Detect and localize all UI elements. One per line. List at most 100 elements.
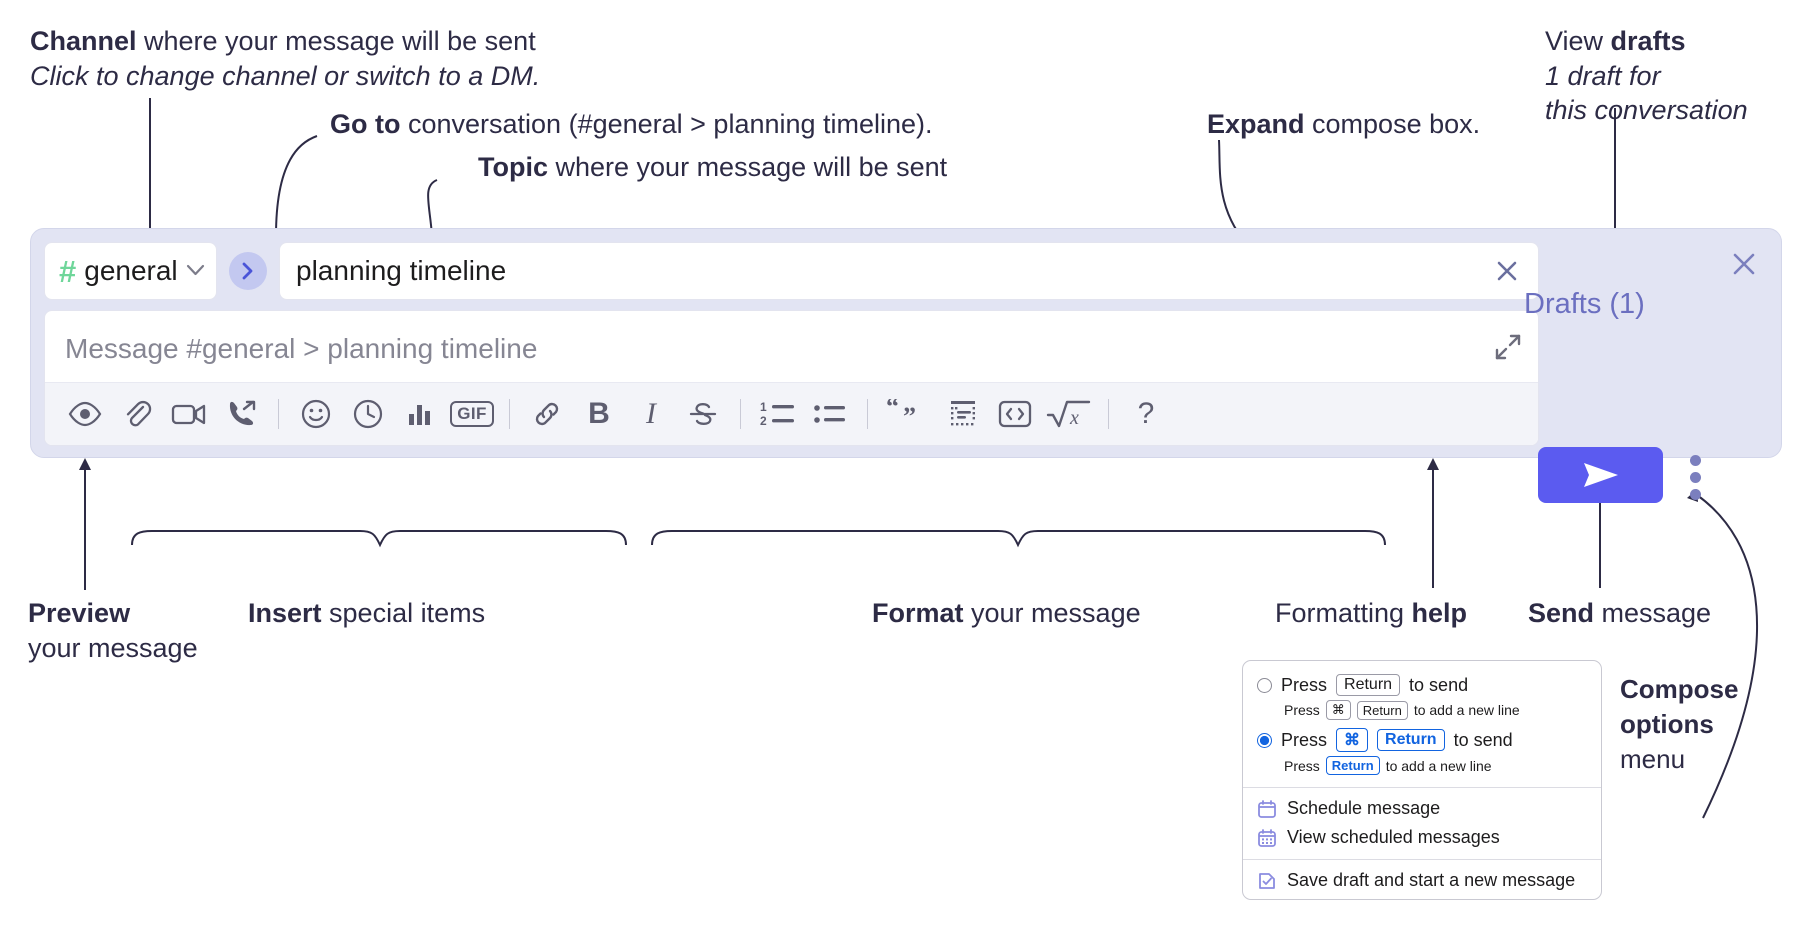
annotation-channel-rest: where your message will be sent (136, 26, 536, 56)
audio-clip-button[interactable] (215, 388, 267, 440)
toolbar-separator (1108, 399, 1109, 429)
annotation-help-rest: Formatting (1275, 598, 1412, 628)
menu-divider (1243, 787, 1601, 788)
code-block-icon (951, 401, 975, 426)
channel-name: general (84, 255, 178, 286)
send-message-button[interactable] (1538, 447, 1663, 503)
math-button[interactable]: x (1041, 388, 1097, 440)
kebab-dot (1690, 489, 1701, 500)
send-option-tail-label: to send (1453, 729, 1513, 750)
italic-icon: I (646, 397, 656, 430)
annotation-drafts: View drafts 1 draft for this conversatio… (1545, 24, 1748, 128)
attach-file-button[interactable] (111, 388, 163, 440)
preview-icon (68, 401, 102, 427)
message-input-area[interactable]: Message #general > planning timeline (44, 310, 1539, 446)
toolbar-separator (509, 399, 510, 429)
annotation-goto-bold: Go to (330, 109, 401, 139)
annotation-drafts-line3: this conversation (1545, 95, 1748, 126)
channel-selector-button[interactable]: # general (44, 242, 217, 300)
clock-icon (353, 399, 383, 429)
annotation-topic-rest: where your message will be sent (548, 152, 948, 182)
emoji-button[interactable] (290, 388, 342, 440)
send-option-tail-label: to send (1409, 674, 1469, 695)
goto-conversation-button[interactable] (229, 252, 267, 290)
radio-button-selected[interactable] (1257, 732, 1272, 748)
annotation-send-bold: Send (1528, 598, 1595, 628)
strikethrough-icon (689, 403, 717, 425)
send-option-press-label: Press (1281, 729, 1328, 750)
keycap-return: Return (1356, 700, 1408, 720)
blockquote-button[interactable]: “ ” (879, 388, 937, 440)
annotation-channel-line2: Click to change channel or switch to a D… (30, 60, 541, 91)
annotation-compose-options-line3: menu (1620, 744, 1686, 775)
subtext-tail-label: to add a new line (1385, 757, 1492, 774)
svg-text:x: x (1069, 407, 1079, 429)
ordered-list-icon: 1 2 (760, 400, 794, 428)
annotation-send-rest: message (1594, 598, 1712, 628)
clear-topic-button[interactable] (1492, 256, 1522, 286)
annotation-help: Formatting help (1275, 596, 1467, 631)
strikethrough-button[interactable] (677, 388, 729, 440)
annotation-help-bold: help (1411, 598, 1468, 628)
send-option-press-label: Press (1281, 674, 1328, 695)
calendar-grid-icon (1258, 828, 1276, 847)
video-camera-icon (171, 404, 206, 425)
annotation-insert-bold: Insert (248, 598, 322, 628)
menu-item-schedule-message[interactable]: Schedule message (1243, 794, 1601, 823)
annotation-expand: Expand compose box. (1207, 107, 1480, 142)
send-option-return[interactable]: Press Return to send (1243, 671, 1601, 699)
annotation-channel: Channel where your message will be sent … (30, 24, 540, 93)
chevron-right-icon (242, 262, 253, 280)
keycap-return: Return (1325, 756, 1380, 775)
formatting-help-button[interactable]: ? (1120, 388, 1172, 440)
topic-input[interactable]: planning timeline (279, 242, 1539, 300)
code-block-button[interactable] (937, 388, 989, 440)
calendar-clock-icon (1258, 799, 1276, 818)
recent-button[interactable] (342, 388, 394, 440)
svg-text:”: ” (903, 402, 916, 429)
subtext-press-label: Press (1284, 757, 1320, 774)
keycap-command: ⌘ (1325, 700, 1351, 720)
send-option-return-subtext: Press ⌘ Return to add a new line (1243, 699, 1601, 725)
close-compose-button[interactable] (1729, 249, 1759, 284)
compose-options-menu: Press Return to send Press ⌘ Return to a… (1242, 660, 1602, 900)
keycap-return: Return (1336, 674, 1401, 696)
annotation-topic: Topic where your message will be sent (478, 150, 947, 185)
annotation-compose-options: Compose options menu (1620, 672, 1738, 777)
menu-divider (1243, 859, 1601, 860)
annotation-topic-bold: Topic (478, 152, 548, 182)
code-button[interactable] (989, 388, 1041, 440)
close-icon (1497, 261, 1517, 281)
expand-compose-button[interactable] (1494, 333, 1522, 366)
annotation-channel-bold: Channel (30, 26, 137, 56)
menu-item-label: Schedule message (1287, 798, 1441, 818)
gif-button[interactable]: GIF (446, 388, 498, 440)
annotation-compose-options-line1: Compose (1620, 674, 1739, 704)
link-button[interactable] (521, 388, 573, 440)
ordered-list-button[interactable]: 1 2 (752, 388, 804, 440)
subtext-tail-label: to add a new line (1413, 702, 1520, 718)
chevron-down-icon (186, 260, 205, 282)
toolbar-separator (740, 399, 741, 429)
italic-button[interactable]: I (625, 388, 677, 440)
annotation-preview: Preview your message (28, 596, 198, 665)
formatting-toolbar: GIF B I (45, 382, 1538, 445)
svg-text:1: 1 (760, 400, 767, 414)
send-option-cmd-return[interactable]: Press ⌘ Return to send (1243, 725, 1601, 755)
annotation-insert: Insert special items (248, 596, 485, 631)
expand-icon (1495, 334, 1521, 360)
menu-item-save-draft[interactable]: Save draft and start a new message (1243, 866, 1601, 895)
poll-button[interactable] (394, 388, 446, 440)
bold-button[interactable]: B (573, 388, 625, 440)
keycap-return: Return (1377, 729, 1445, 751)
poll-bar-chart-icon (409, 405, 430, 425)
bulleted-list-button[interactable] (804, 388, 856, 440)
video-clip-button[interactable] (163, 388, 215, 440)
drafts-link[interactable]: Drafts (1) (1524, 288, 1645, 320)
preview-button[interactable] (59, 388, 111, 440)
message-input-placeholder: Message #general > planning timeline (65, 333, 538, 364)
radio-button[interactable] (1257, 677, 1272, 693)
menu-item-view-scheduled[interactable]: View scheduled messages (1243, 823, 1601, 852)
math-sqrt-icon: x (1046, 400, 1091, 429)
compose-options-button[interactable] (1690, 455, 1701, 500)
